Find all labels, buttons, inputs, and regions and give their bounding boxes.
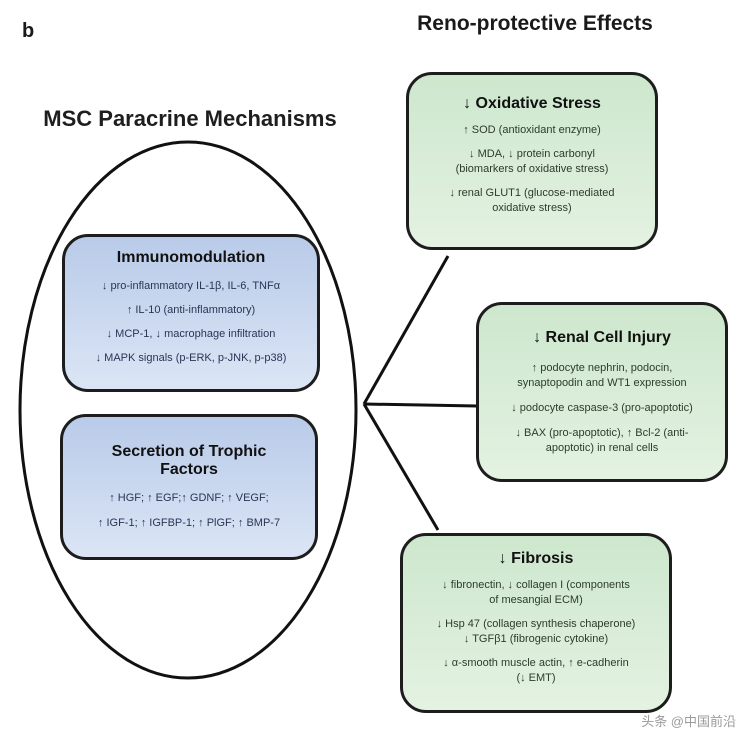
panel-letter: b bbox=[22, 20, 35, 42]
oxidative-line: ↓ renal GLUT1 (glucose-mediated bbox=[449, 187, 615, 199]
renal-line: ↓ podocyte caspase-3 (pro-apoptotic) bbox=[511, 402, 693, 414]
trophic-line: ↑ IGF-1; ↑ IGFBP-1; ↑ PlGF; ↑ BMP-7 bbox=[97, 517, 281, 529]
watermark: 头条 @中国前沿 bbox=[641, 714, 736, 729]
fibrosis-line: ↓ fibronectin, ↓ collagen I (components bbox=[442, 579, 630, 591]
trophic-factors-box: Secretion of Trophic Factors ↑ HGF; ↑ EG… bbox=[60, 414, 318, 560]
renal-cell-injury-title: ↓ Renal Cell Injury bbox=[533, 329, 671, 346]
renal-line: synaptopodin and WT1 expression bbox=[517, 377, 687, 389]
trophic-title-line1: Secretion of Trophic bbox=[111, 443, 267, 460]
oxidative-line: ↓ MDA, ↓ protein carbonyl bbox=[469, 148, 595, 160]
fibrosis-line: ↓ Hsp 47 (collagen synthesis chaperone) bbox=[436, 618, 636, 630]
fibrosis-title: ↓ Fibrosis bbox=[498, 550, 574, 567]
immunomodulation-line: ↓ pro-inflammatory IL-1β, IL-6, TNFα bbox=[101, 280, 281, 292]
fibrosis-line: ↓ TGFβ1 (fibrogenic cytokine) bbox=[463, 633, 609, 645]
connector-fibrosis bbox=[362, 403, 440, 531]
renal-line: apoptotic) in renal cells bbox=[545, 442, 659, 454]
renal-line: ↓ BAX (pro-apoptotic), ↑ Bcl-2 (anti- bbox=[515, 427, 689, 439]
connector-renal bbox=[363, 402, 478, 408]
renal-cell-injury-box: ↓ Renal Cell Injury ↑ podocyte nephrin, … bbox=[476, 302, 728, 482]
trophic-title-line2: Factors bbox=[160, 461, 218, 478]
reno-protective-title: Reno-protective Effects bbox=[417, 12, 653, 35]
immunomodulation-line: ↓ MCP-1, ↓ macrophage infiltration bbox=[106, 328, 276, 340]
immunomodulation-title: Immunomodulation bbox=[116, 249, 266, 266]
mechanisms-ellipse bbox=[18, 140, 358, 680]
immunomodulation-box: Immunomodulation ↓ pro-inflammatory IL-1… bbox=[62, 234, 320, 392]
oxidative-stress-title: ↓ Oxidative Stress bbox=[463, 95, 601, 112]
fibrosis-box: ↓ Fibrosis ↓ fibronectin, ↓ collagen I (… bbox=[400, 533, 672, 713]
oxidative-line: ↑ SOD (antioxidant enzyme) bbox=[463, 124, 601, 136]
msc-paracrine-title: MSC Paracrine Mechanisms bbox=[43, 106, 337, 131]
fibrosis-line: (↓ EMT) bbox=[516, 672, 556, 684]
fibrosis-line: ↓ α-smooth muscle actin, ↑ e-cadherin bbox=[443, 657, 629, 669]
renal-line: ↑ podocyte nephrin, podocin, bbox=[531, 362, 673, 374]
oxidative-stress-box: ↓ Oxidative Stress ↑ SOD (antioxidant en… bbox=[406, 72, 658, 250]
connector-oxidative bbox=[362, 255, 450, 405]
immunomodulation-line: ↑ IL-10 (anti-inflammatory) bbox=[126, 304, 256, 316]
fibrosis-line: of mesangial ECM) bbox=[489, 594, 583, 606]
immunomodulation-line: ↓ MAPK signals (p-ERK, p-JNK, p-p38) bbox=[95, 352, 287, 364]
oxidative-line: (biomarkers of oxidative stress) bbox=[455, 163, 609, 175]
oxidative-line: oxidative stress) bbox=[492, 202, 572, 214]
trophic-line: ↑ HGF; ↑ EGF;↑ GDNF; ↑ VEGF; bbox=[109, 492, 269, 504]
